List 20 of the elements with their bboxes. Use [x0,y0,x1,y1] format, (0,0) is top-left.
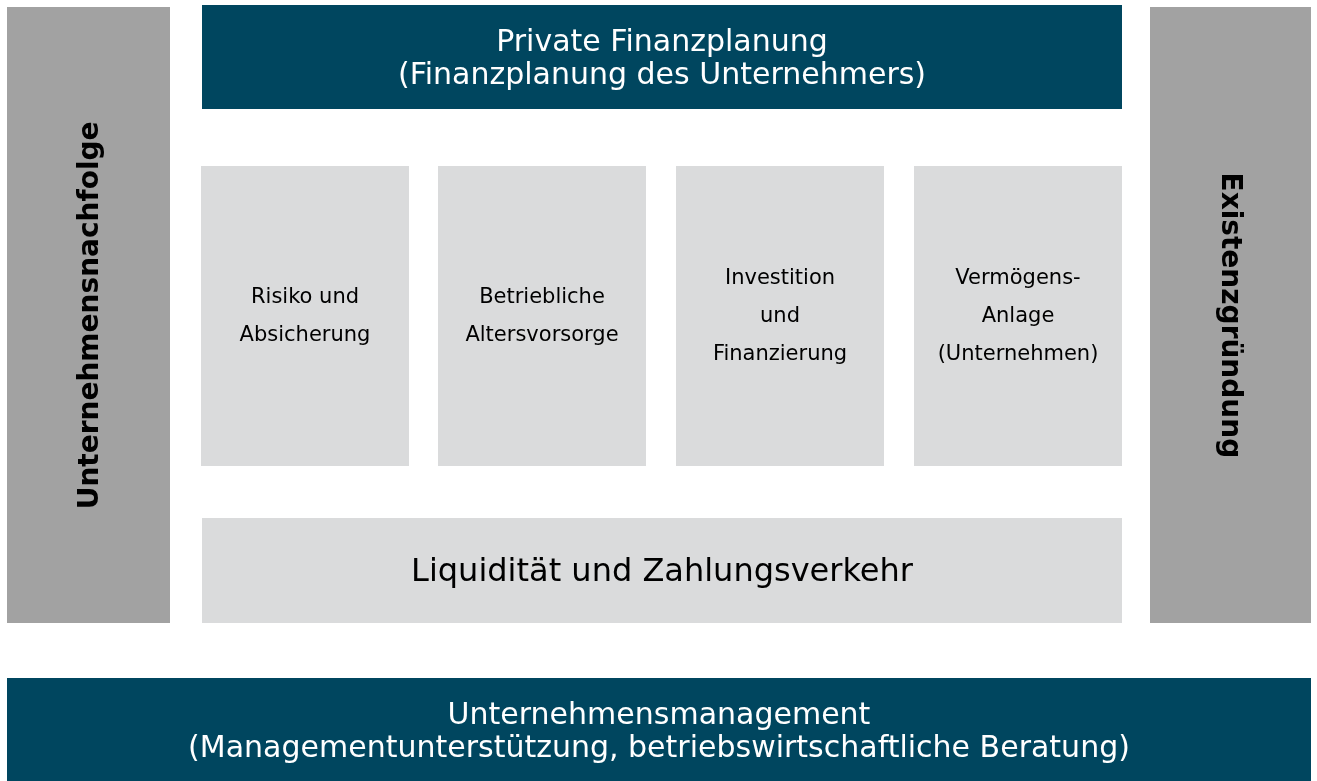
node-text: Investition und Finanzierung [711,264,849,367]
node-text: Private Finanzplanung [496,24,828,57]
side-bar [7,7,170,623]
header-bar [202,5,1122,109]
pillar-box [914,166,1122,466]
node-text: Liquidität und Zahlungsverkehr [411,552,913,589]
node-text: (Managementunterstützung, betriebswirtschaftliche Beratung) [188,729,1130,763]
node-text: Risiko und Absicherung [238,283,372,348]
pillar-box [676,166,884,466]
base-bar [202,518,1122,623]
node-text: (Finanzplanung des Unternehmers) [397,57,927,90]
header-bar [7,678,1311,781]
side-bar [1150,7,1311,623]
node-text: Existenzgründung [1215,172,1246,458]
pillar-box [201,166,409,466]
node-text: Unternehmensnachfolge [73,121,104,509]
pillar-box [438,166,646,466]
node-text: Vermögens-Anlage (Unternehmen) [936,264,1100,367]
node-text: Unternehmensmanagement [447,696,871,730]
node-text: Betriebliche Altersvorsorge [464,283,620,348]
